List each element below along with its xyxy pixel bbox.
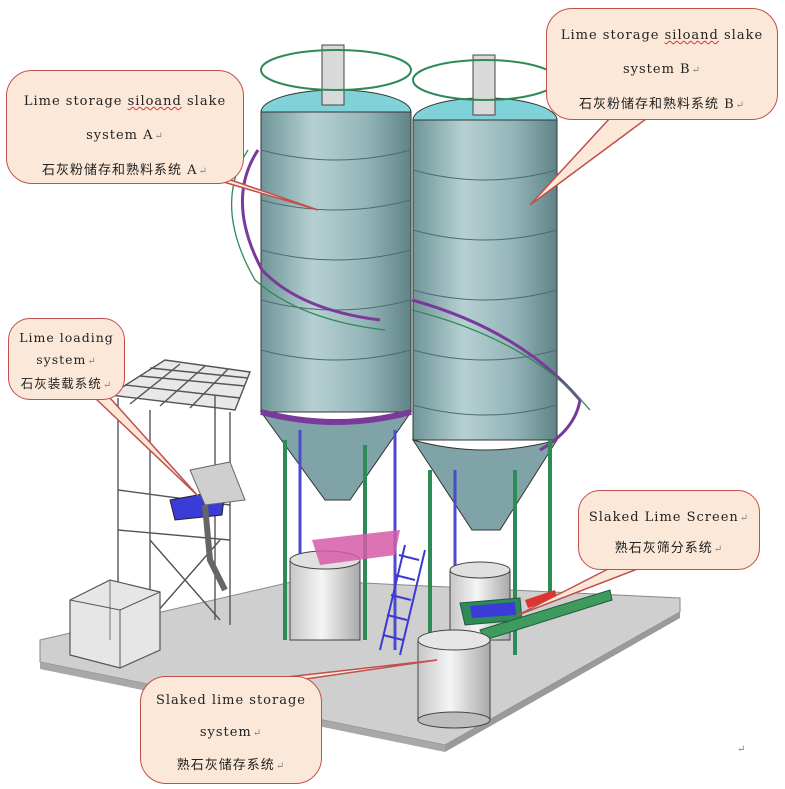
pink-chute (312, 530, 400, 565)
callout-silo-a: Lime storage siloand slake system A↵ 石灰粉… (6, 70, 244, 184)
silo-a (259, 44, 413, 501)
access-ladder (379, 544, 426, 656)
callout-lime-loading: Lime loading system↵ 石灰装载系统↵ (8, 318, 125, 400)
silo-b (411, 54, 559, 531)
slaker-tank-a (289, 550, 361, 641)
spiral-stair (241, 149, 582, 452)
slaked-lime-storage-tank (417, 629, 491, 729)
callout-slaked-lime-screen: Slaked Lime Screen↵ 熟石灰筛分系统↵ (578, 490, 760, 570)
glass-enclosure (69, 579, 161, 669)
callout-silo-b: Lime storage siloand slake system B↵ 石灰粉… (546, 8, 778, 120)
callout-slaked-lime-storage: Slaked lime storage system↵ 熟石灰储存系统↵ (140, 676, 322, 784)
paragraph-mark: ↵ (737, 744, 746, 755)
